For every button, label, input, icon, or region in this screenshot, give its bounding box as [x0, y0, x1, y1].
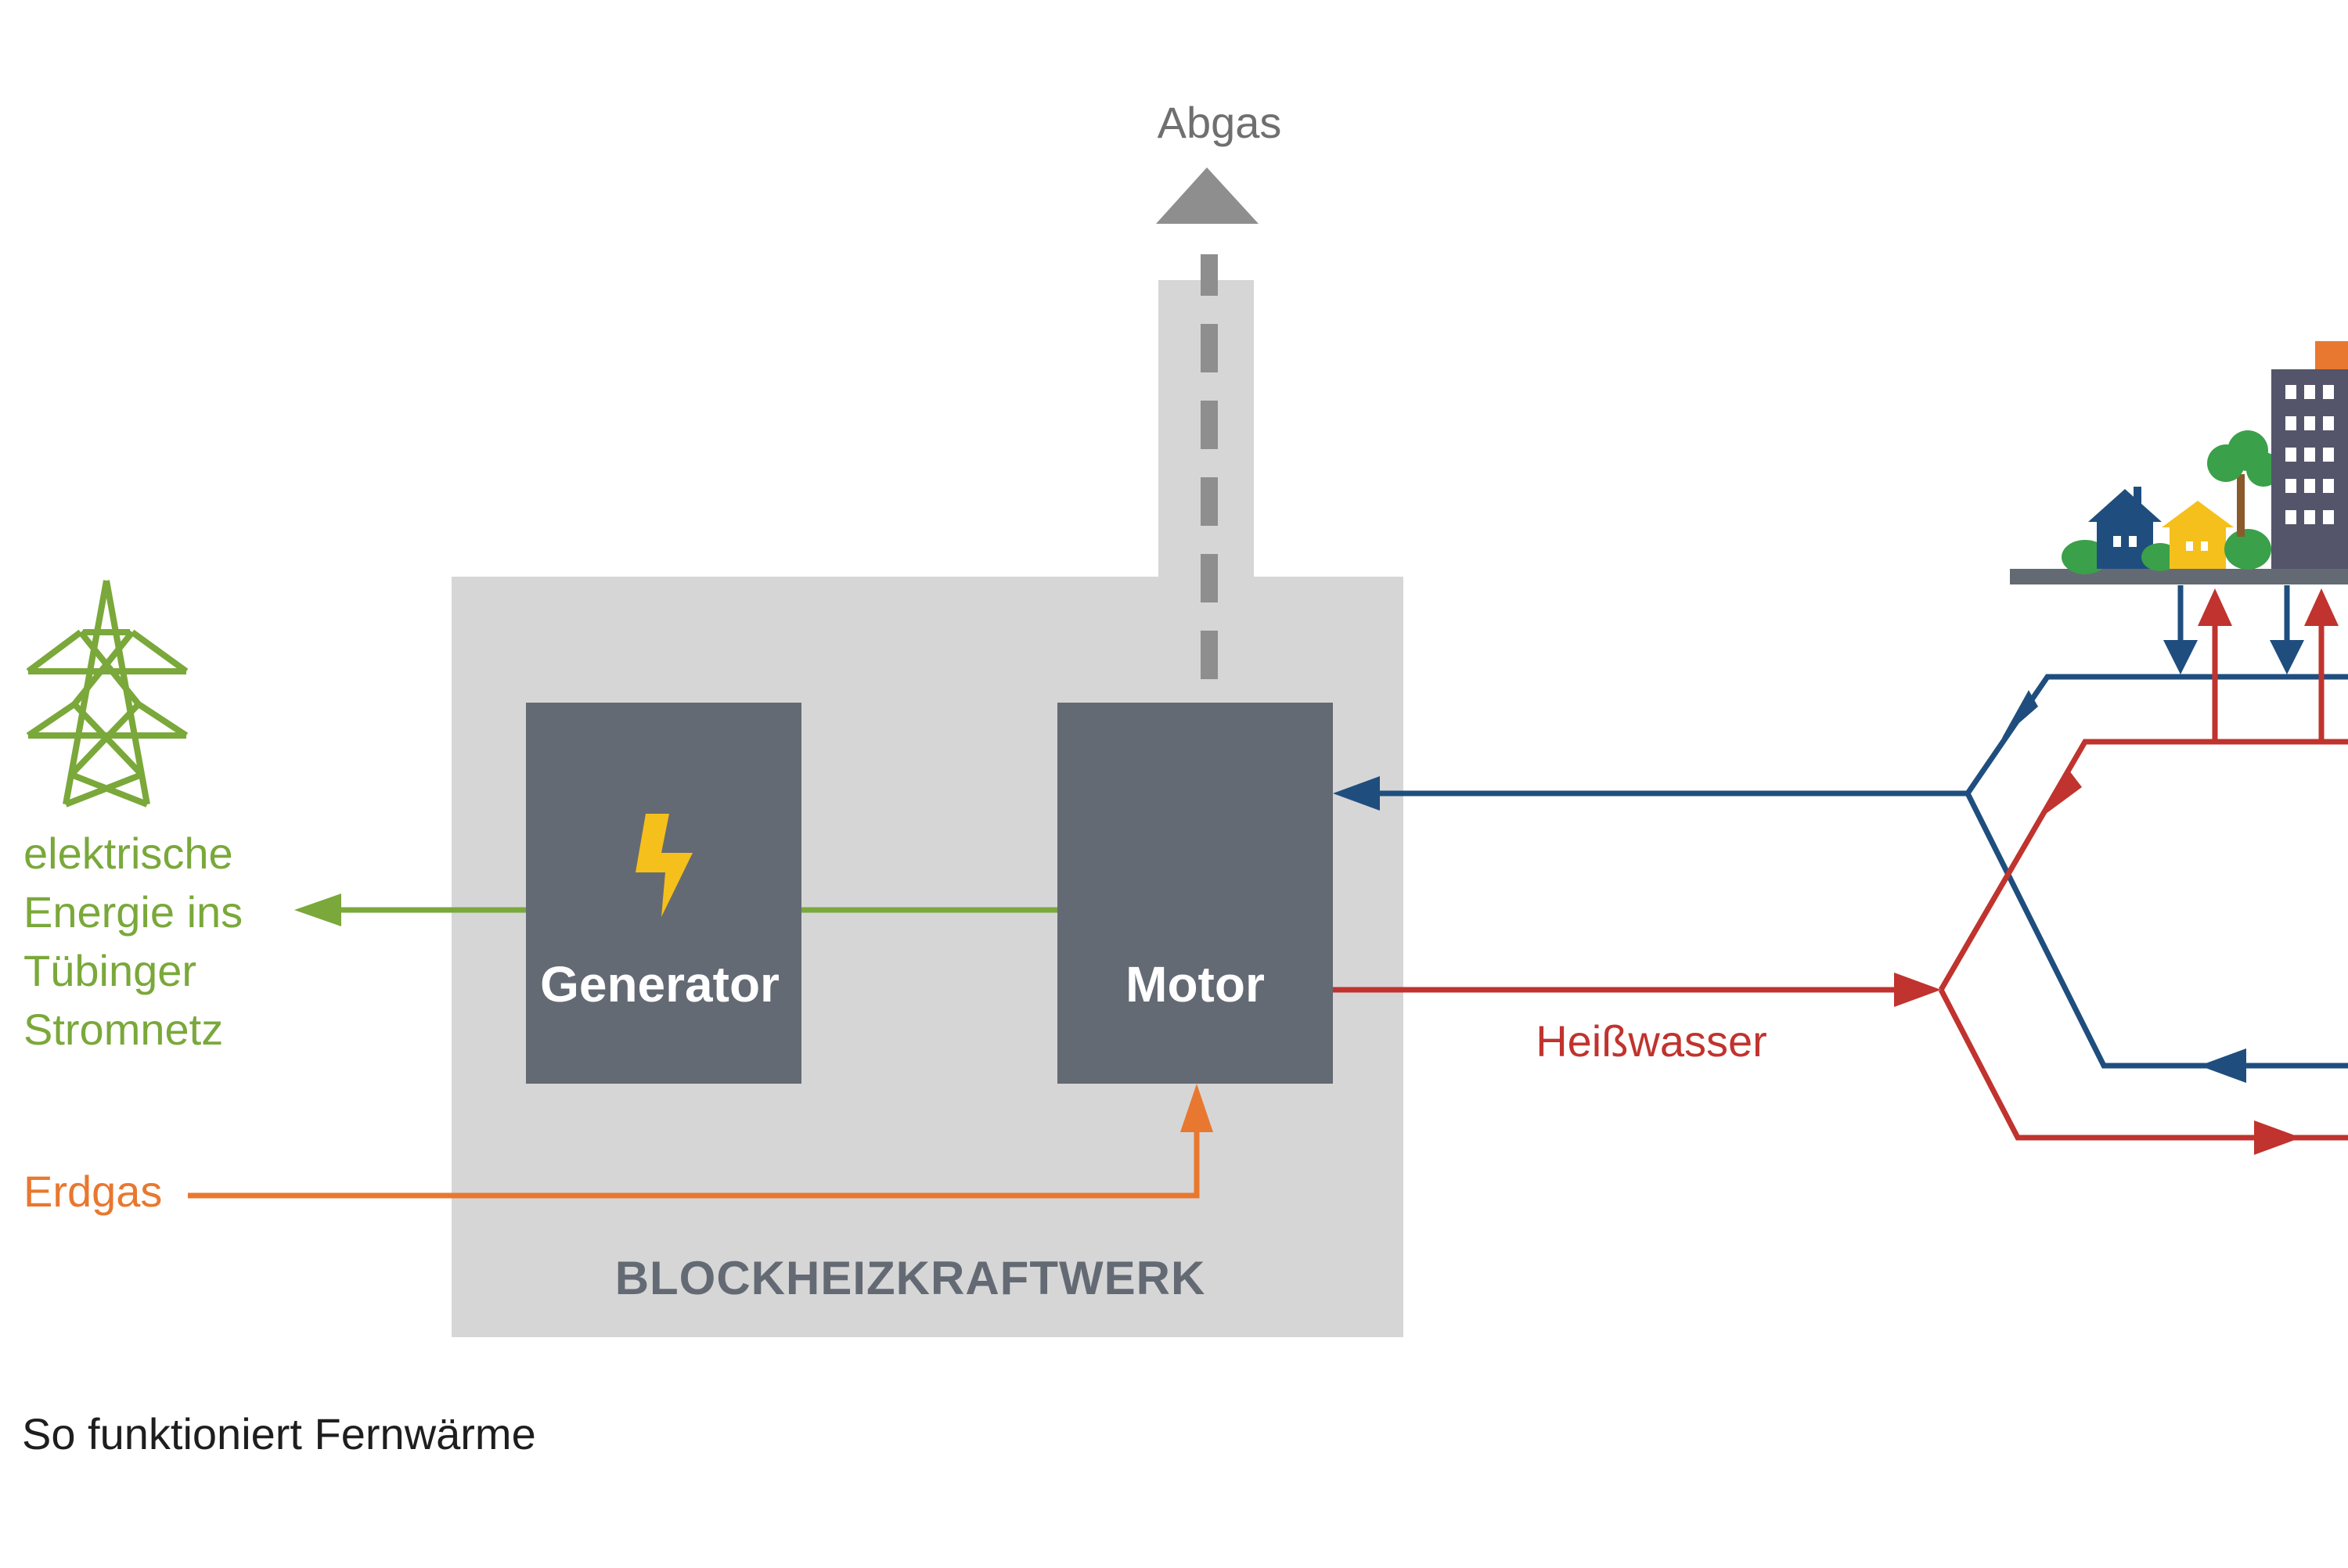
- supply-network-arrow-icon: [2046, 771, 2082, 814]
- electricity-label-line-3: Tübinger: [23, 946, 196, 995]
- return-arrow-icon: [1333, 776, 1380, 811]
- building-supply-arrow-2-icon: [2304, 588, 2339, 626]
- houses-icon: [2010, 341, 2348, 584]
- lightning-bolt-icon: [636, 814, 693, 917]
- electricity-label-line-4: Stromnetz: [23, 1005, 223, 1054]
- building-return-arrow-1-icon: [2163, 640, 2198, 674]
- gas-arrow-icon: [1180, 1084, 1213, 1132]
- plant-title: BLOCKHEIZKRAFTWERK: [615, 1252, 1206, 1304]
- electricity-arrow-icon: [294, 894, 341, 926]
- building-return-arrow-2-icon: [2270, 640, 2304, 674]
- return-network: [1964, 585, 2348, 1069]
- return-lower-arrow-icon: [2199, 1048, 2246, 1083]
- return-network-arrow-icon: [2002, 690, 2038, 738]
- electricity-label-line-2: Energie ins: [23, 887, 243, 937]
- gas-line: [188, 1131, 1200, 1199]
- electricity-label-line-1: elektrische: [23, 829, 233, 878]
- supply-lower-arrow-icon: [2254, 1120, 2301, 1155]
- generator-label: Generator: [540, 956, 780, 1012]
- electricity-label: elektrische Energie ins Tübinger Stromne…: [23, 829, 255, 1054]
- hot-water-label: Heißwasser: [1536, 1016, 1767, 1066]
- supply-network: [1938, 618, 2348, 1141]
- motor-box: [1057, 703, 1333, 1084]
- motor-label: Motor: [1125, 956, 1265, 1012]
- building-supply-arrow-1-icon: [2198, 588, 2232, 626]
- exhaust-label: Abgas: [1158, 98, 1282, 147]
- gas-label: Erdgas: [23, 1167, 162, 1216]
- diagram-caption: So funktioniert Fernwärme: [22, 1409, 536, 1458]
- exhaust-arrow-icon: [1156, 167, 1259, 224]
- power-pylon-icon: [26, 580, 189, 807]
- hot-water-arrow-icon: [1894, 973, 1941, 1007]
